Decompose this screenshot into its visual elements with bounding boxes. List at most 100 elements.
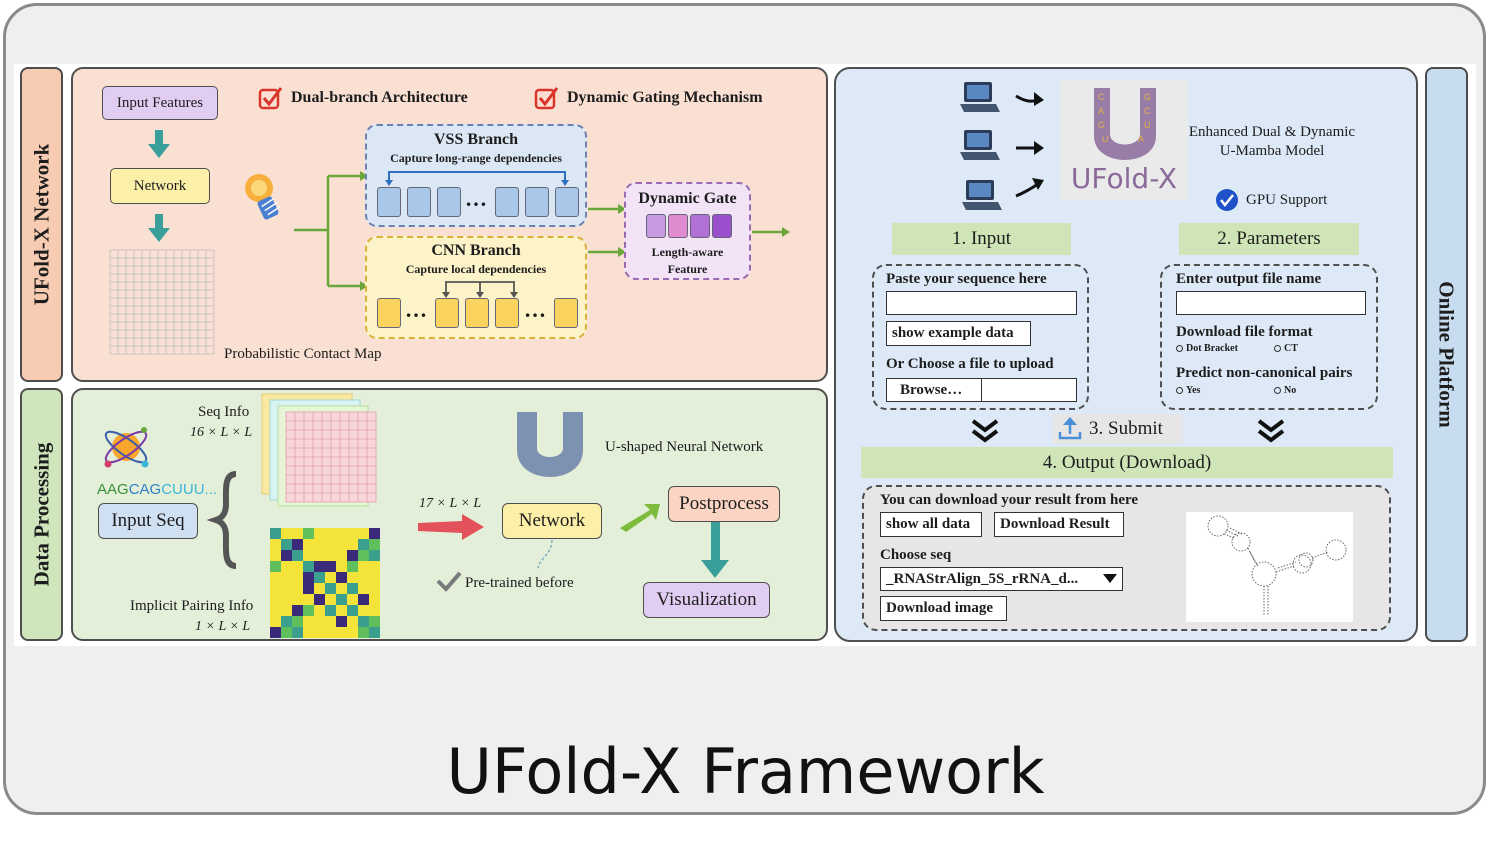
output-name-input[interactable] [1176, 291, 1366, 315]
format-label: Download file format [1176, 324, 1313, 340]
format-option-ct[interactable]: CT [1274, 343, 1298, 354]
cnn-title: CNN Branch [431, 242, 521, 259]
implicit-pairing-matrix [270, 528, 380, 638]
matrix-cell [303, 583, 314, 594]
sequence-input[interactable] [886, 291, 1077, 315]
svg-text:G: G [1098, 120, 1105, 130]
curved-arrows [1015, 92, 1044, 198]
model-desc-1: Enhanced Dual & Dynamic [1188, 124, 1356, 140]
matrix-cell [314, 616, 325, 627]
cnn-block [495, 298, 519, 328]
cnn-ellipsis: … [524, 297, 546, 322]
noncanonical-yes[interactable]: Yes [1176, 385, 1200, 396]
matrix-cell [347, 583, 358, 594]
atom-icon [104, 427, 149, 468]
matrix-cell [281, 594, 292, 605]
sidebar-label-online: Online Platform [1435, 281, 1459, 428]
arrow-dim: 17 × L × L [419, 496, 482, 511]
sidebar-ufold-network: UFold-X Network [20, 67, 63, 382]
checkmark-icon [436, 571, 462, 592]
cnn-block [465, 298, 489, 328]
matrix-cell [303, 605, 314, 616]
matrix-cell [325, 561, 336, 572]
matrix-cell [325, 528, 336, 539]
format-option-label: Dot Bracket [1186, 343, 1238, 354]
matrix-cell [281, 583, 292, 594]
matrix-cell [270, 539, 281, 550]
download-result-button[interactable]: Download Result [994, 512, 1124, 537]
radio-icon [1176, 345, 1183, 353]
chevron-double-down-icon [971, 419, 999, 443]
matrix-cell [369, 539, 380, 550]
matrix-cell [336, 583, 347, 594]
long-range-bracket [385, 171, 569, 186]
vss-block [437, 187, 461, 217]
matrix-cell [336, 539, 347, 550]
matrix-cell [281, 572, 292, 583]
matrix-cell [292, 528, 303, 539]
download-image-button[interactable]: Download image [880, 596, 1007, 621]
input-form [872, 264, 1089, 410]
matrix-cell [325, 572, 336, 583]
matrix-cell [281, 528, 292, 539]
logo-text: UFold-X [1070, 162, 1178, 195]
matrix-cell [336, 616, 347, 627]
matrix-cell [358, 616, 369, 627]
matrix-cell [369, 594, 380, 605]
sequence-text: AAGCAGCUUU... [97, 481, 217, 498]
format-option-dot-bracket[interactable]: Dot Bracket [1176, 343, 1238, 354]
gate-block [690, 214, 710, 238]
cnn-block [377, 298, 401, 328]
step-input: 1. Input [892, 223, 1071, 255]
seq-select[interactable]: _RNAStrAlign_5S_rRNA_d... [880, 567, 1123, 591]
vss-block [555, 187, 579, 217]
matrix-cell [336, 594, 347, 605]
matrix-cell [281, 550, 292, 561]
pretrained-link [537, 539, 553, 569]
browse-button[interactable]: Browse… [886, 378, 982, 402]
matrix-cell [314, 550, 325, 561]
down-arrow-icon [148, 130, 170, 158]
matrix-cell [281, 616, 292, 627]
submit-label: 3. Submit [1089, 418, 1163, 439]
brace-icon [206, 471, 237, 569]
matrix-cell [358, 572, 369, 583]
seq-part-2: CAG [128, 481, 162, 498]
matrix-cell [303, 539, 314, 550]
model-desc-2: U-Mamba Model [1219, 143, 1325, 159]
matrix-cell [358, 594, 369, 605]
matrix-cell [281, 605, 292, 616]
noncanonical-no[interactable]: No [1274, 385, 1296, 396]
seq-select-value: _RNAStrAlign_5S_rRNA_d... [886, 570, 1079, 587]
seq-info-label: Seq Info [198, 404, 250, 420]
output-name-label: Enter output file name [1176, 271, 1322, 287]
choose-seq-label: Choose seq [880, 547, 952, 563]
matrix-cell [314, 539, 325, 550]
unet-label: U-shaped Neural Network [605, 439, 764, 455]
matrix-cell [347, 627, 358, 638]
seq-part-3: CUUU... [161, 481, 218, 498]
show-example-button[interactable]: show example data [886, 321, 1031, 346]
check-badge-icon [1216, 189, 1238, 211]
matrix-cell [347, 550, 358, 561]
matrix-cell [347, 594, 358, 605]
network-box: Network [110, 168, 210, 204]
svg-text:C: C [1098, 92, 1105, 102]
chevron-down-icon[interactable] [1103, 574, 1117, 584]
matrix-cell [358, 627, 369, 638]
show-all-button[interactable]: show all data [880, 512, 982, 537]
gpu-support: GPU Support [1246, 192, 1328, 208]
vss-subtitle: Capture long-range dependencies [390, 151, 562, 165]
matrix-cell [325, 583, 336, 594]
noncanonical-label: Predict non-canonical pairs [1176, 365, 1353, 381]
matrix-cell [325, 550, 336, 561]
matrix-cell [292, 605, 303, 616]
visualization-box: Visualization [643, 582, 770, 618]
matrix-cell [270, 627, 281, 638]
figure-title: UFold-X Framework [446, 735, 1045, 808]
parameters-form [1160, 264, 1378, 410]
step-output: 4. Output (Download) [861, 447, 1393, 478]
sidebar-data-processing: Data Processing [20, 388, 63, 641]
checkbox-icon [258, 87, 283, 110]
